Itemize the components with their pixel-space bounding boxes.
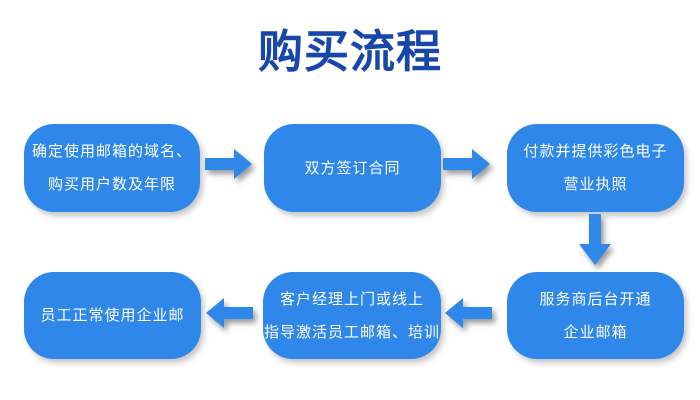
flow-step-4: 服务商后台开通 企业邮箱 (507, 272, 684, 359)
flow-step-1: 确定使用邮箱的域名、 购买用户数及年限 (24, 124, 200, 212)
page-title: 购买流程 (257, 26, 442, 77)
arrow-left-icon (206, 298, 253, 328)
step-line: 企业邮箱 (563, 323, 628, 341)
flow-step-3: 付款并提供彩色电子 营业执照 (507, 124, 684, 212)
flow-step-6: 员工正常使用企业邮 (24, 272, 201, 359)
step-line: 双方签订合同 (304, 159, 401, 177)
step-line: 营业执照 (563, 176, 628, 193)
flow-step-5: 客户经理上门或线上 指导激活员工邮箱、培训 (263, 272, 441, 359)
arrow-down-icon (579, 214, 611, 265)
step-line: 指导激活员工邮箱、培训 (263, 323, 440, 341)
step-line: 购买用户数及年限 (47, 176, 176, 193)
step-line: 付款并提供彩色电子 (523, 143, 668, 160)
step-line: 服务商后台开通 (539, 290, 652, 308)
step-line: 确定使用邮箱的域名、 (31, 143, 192, 160)
arrow-right-icon (205, 149, 252, 179)
flow-step-2: 双方签订合同 (264, 124, 441, 212)
arrow-left-icon (445, 298, 492, 328)
arrow-right-icon (443, 149, 490, 179)
step-line: 员工正常使用企业邮 (40, 307, 185, 324)
step-line: 客户经理上门或线上 (279, 290, 424, 308)
